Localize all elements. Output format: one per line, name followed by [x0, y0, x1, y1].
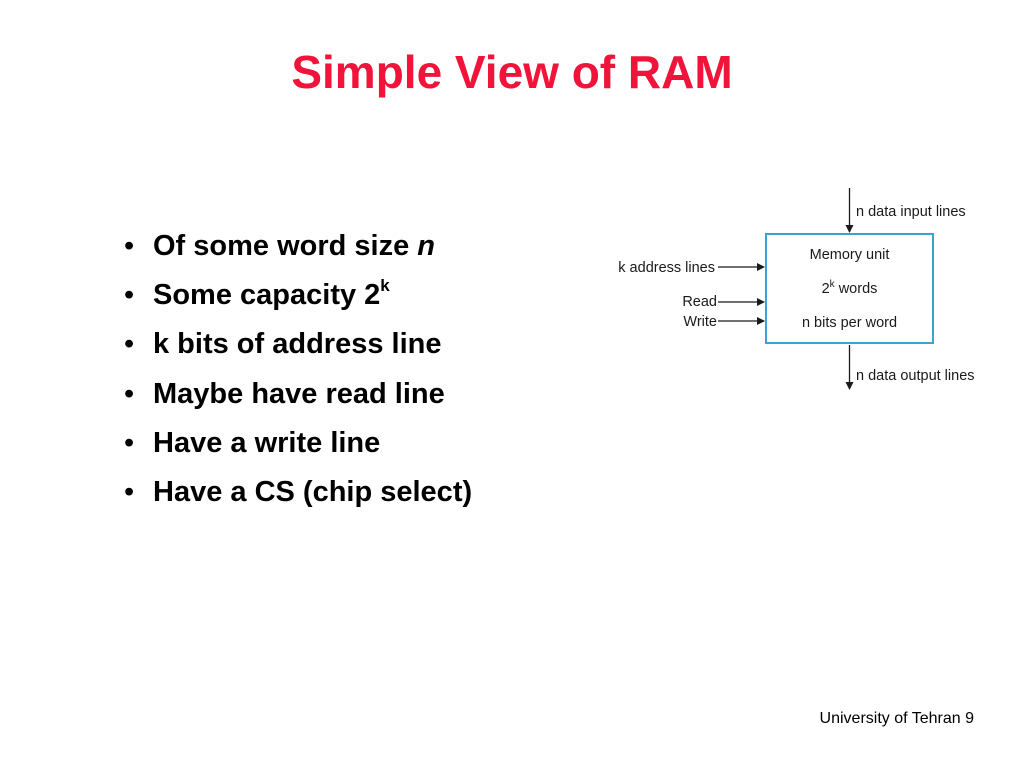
bullet-list: • Of some word size n • Some capacity 2k •… — [124, 222, 472, 517]
bullet-item: • Have a write line — [124, 419, 472, 468]
bullet-text: Of some word size — [153, 230, 418, 262]
bullet-glyph: • — [124, 328, 135, 361]
memory-unit-diagram: Memory unit 2k words n bits per word n d… — [618, 188, 975, 390]
bullet-superscript: k — [380, 275, 390, 295]
capacity-label: 2k words — [822, 279, 878, 297]
bullet-glyph: • — [124, 377, 135, 410]
bullet-text: Some capacity 2 — [153, 279, 381, 312]
bullet-text: Have a CS (chip select) — [153, 475, 473, 508]
bullet-text: k bits of address line — [153, 328, 442, 361]
data-output-label: n data output lines — [856, 368, 975, 384]
bullet-text: Maybe have read line — [153, 377, 445, 410]
write-label: Write — [683, 314, 717, 330]
capacity-base: 2 — [822, 281, 830, 297]
capacity-rest: words — [835, 281, 878, 297]
word-size-label: n bits per word — [802, 315, 897, 331]
bullet-glyph: • — [124, 426, 135, 459]
bullet-item: • k bits of address line — [124, 320, 472, 369]
bullet-item: • Maybe have read line — [124, 370, 472, 419]
bullet-italic: n — [417, 230, 436, 262]
slide-footer: University of Tehran 9 — [819, 710, 974, 727]
read-label: Read — [682, 294, 717, 310]
bullet-item: • Have a CS (chip select) — [124, 468, 472, 517]
bullet-glyph: • — [124, 230, 135, 262]
bullet-item: • Some capacity 2k — [124, 271, 472, 320]
bullet-text: Have a write line — [153, 426, 381, 459]
memory-unit-box — [765, 233, 934, 344]
slide-title: Simple View of RAM — [291, 46, 733, 98]
memory-unit-label: Memory unit — [810, 247, 890, 263]
capacity-exponent: k — [830, 279, 836, 290]
bullet-glyph: • — [124, 475, 135, 508]
bullet-glyph: • — [124, 279, 135, 312]
address-label: k address lines — [618, 260, 715, 276]
data-input-label: n data input lines — [856, 204, 966, 220]
bullet-item: • Of some word size n — [124, 222, 472, 271]
